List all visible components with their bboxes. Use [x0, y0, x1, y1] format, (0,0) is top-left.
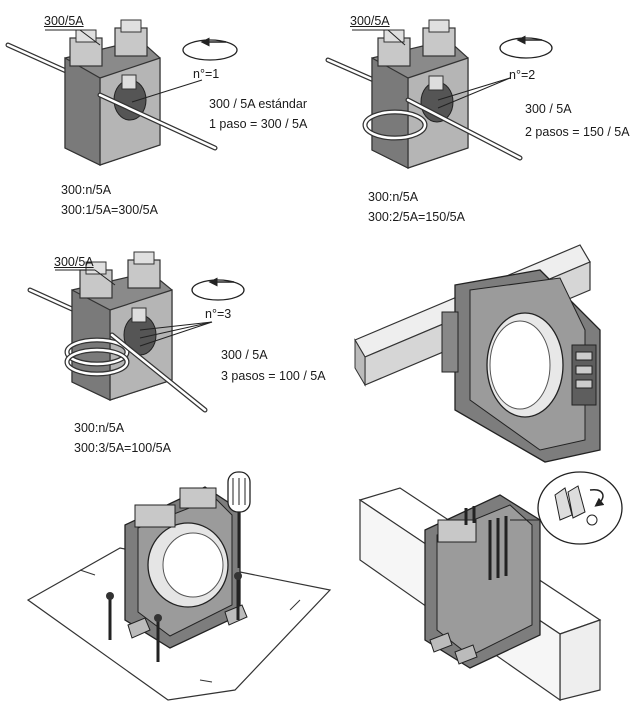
- formula-general-1: 300:n/5A: [61, 183, 112, 197]
- rating-label-2: 300/5A: [350, 14, 390, 28]
- formula-result-3: 300:3/5A=100/5A: [74, 441, 171, 455]
- turns-label-3: n°=3: [205, 307, 232, 321]
- formula-general-2: 300:n/5A: [368, 190, 419, 204]
- rating-label-3: 300/5A: [54, 255, 94, 269]
- ratio-description-3: 300 / 5A: [221, 348, 268, 362]
- passes-description-2: 2 pasos = 150 / 5A: [525, 125, 630, 139]
- turns-label-2: n°=2: [509, 68, 536, 82]
- ct-two-pass-drawing: [325, 19, 553, 169]
- ratio-description-1: 300 / 5A estándar: [209, 97, 307, 111]
- panel-screw-mount-drawing: [26, 471, 332, 701]
- ratio-description-2: 300 / 5A: [525, 102, 572, 116]
- busbar-mount-drawing: [358, 471, 623, 702]
- formula-general-3: 300:n/5A: [74, 421, 125, 435]
- passes-description-1: 1 paso = 300 / 5A: [209, 117, 308, 131]
- passes-description-3: 3 pasos = 100 / 5A: [221, 369, 326, 383]
- turns-label-1: n°=1: [193, 67, 220, 81]
- ct-three-pass-drawing: [27, 251, 245, 413]
- rating-label-1: 300/5A: [44, 14, 84, 28]
- formula-result-1: 300:1/5A=300/5A: [61, 203, 158, 217]
- din-rail-mount-drawing: [354, 244, 601, 463]
- ct-one-pass-drawing: [5, 19, 238, 166]
- formula-result-2: 300:2/5A=150/5A: [368, 210, 465, 224]
